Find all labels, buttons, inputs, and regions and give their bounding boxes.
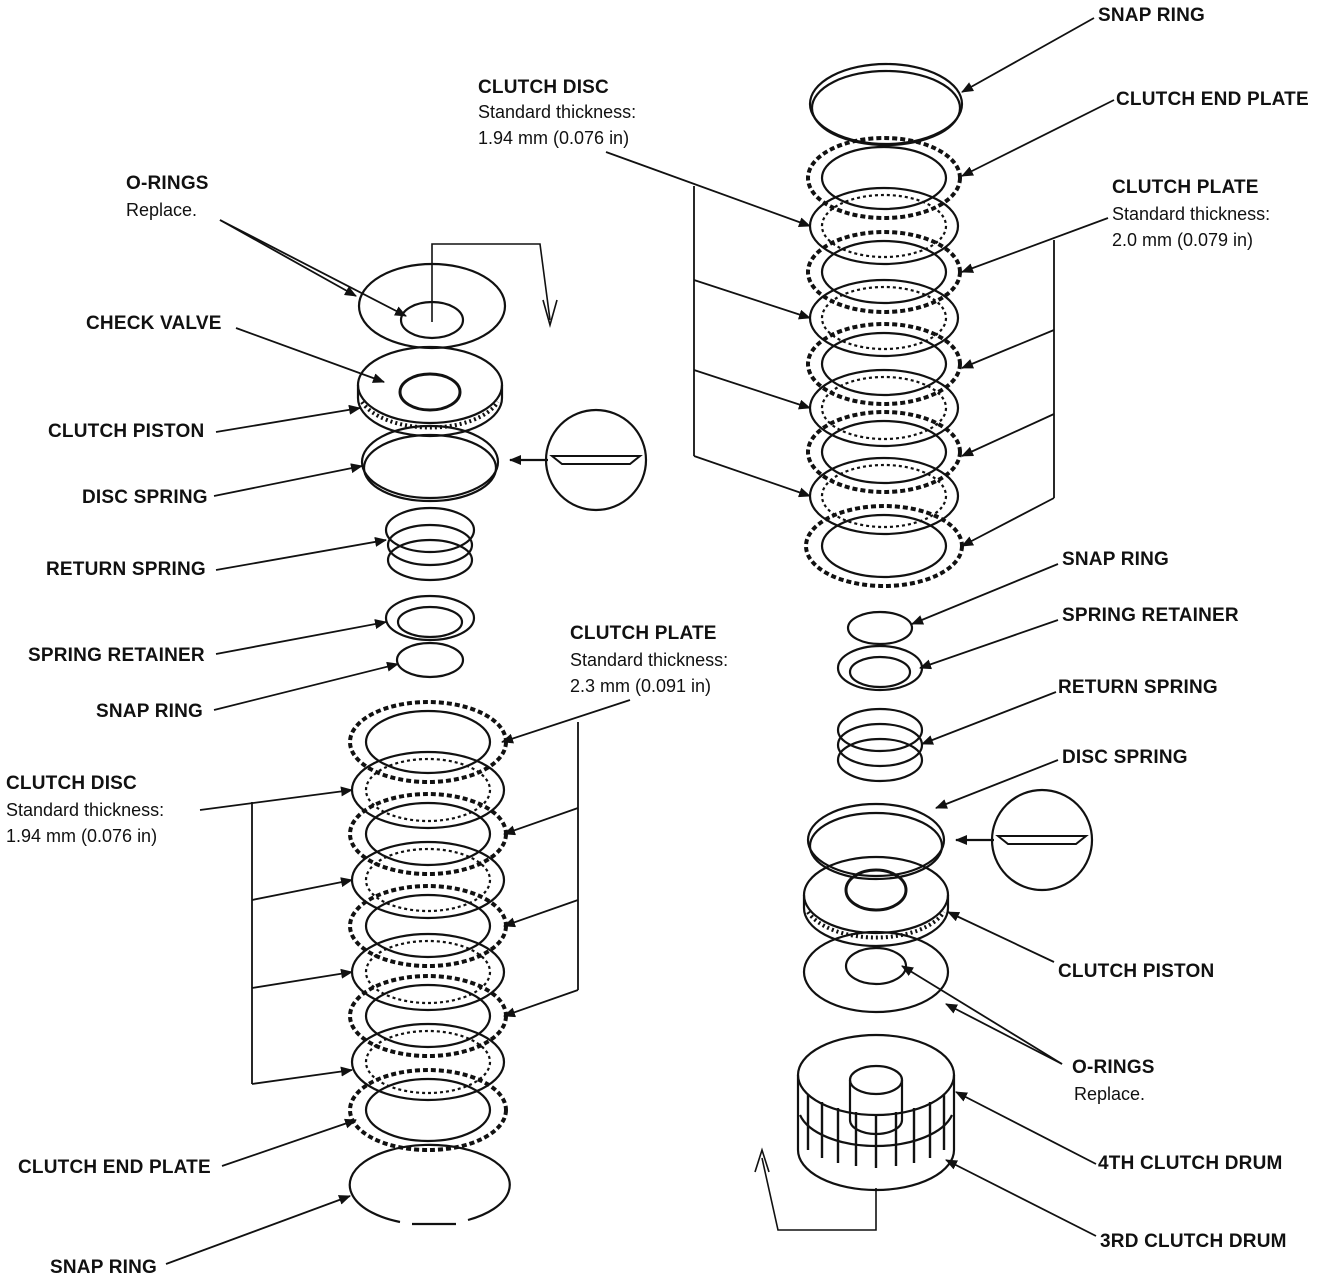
- right-clutch-disc-label: CLUTCH DISC: [478, 77, 609, 98]
- right-leaders: [605, 17, 1115, 1237]
- right-disc-spring-part: [806, 802, 946, 881]
- right-return-spring-label: RETURN SPRING: [1058, 677, 1218, 698]
- right-disc-spring-detail: [955, 788, 1094, 892]
- left-disc-spring-detail: [509, 408, 648, 512]
- left-spring-retainer-label: SPRING RETAINER: [28, 645, 205, 666]
- right-clutch-disc-spec-2: 1.94 mm (0.076 in): [478, 128, 630, 148]
- left-disc-spring-label: DISC SPRING: [82, 487, 208, 508]
- clutch-drum-part: [754, 1033, 956, 1231]
- 3rd-clutch-drum-label: 3RD CLUTCH DRUM: [1100, 1231, 1287, 1252]
- right-clutch-end-plate-label: CLUTCH END PLATE: [1116, 89, 1309, 110]
- left-clutch-end-plate-label: CLUTCH END PLATE: [18, 1157, 211, 1178]
- right-snap-ring-top-label: SNAP RING: [1098, 5, 1206, 26]
- left-clutch-end-plate-part: [348, 1068, 508, 1152]
- right-spring-retainer-label: SPRING RETAINER: [1062, 605, 1239, 626]
- left-clutch-plate-spec-2: 2.3 mm (0.091 in): [570, 676, 712, 696]
- left-disc-spring-part: [360, 424, 500, 503]
- left-snap-ring-lower-part: [348, 1143, 511, 1226]
- right-snap-ring-top-part: [808, 62, 964, 147]
- left-clutch-pack: [348, 700, 508, 1102]
- left-return-spring-label: RETURN SPRING: [46, 559, 206, 580]
- right-snap-ring-mid-part: [846, 610, 914, 646]
- left-clutch-piston-label: CLUTCH PISTON: [48, 421, 205, 442]
- right-clutch-plate-spec-1: Standard thickness:: [1112, 204, 1271, 224]
- left-clutch-disc-spec-2: 1.94 mm (0.076 in): [6, 826, 158, 846]
- right-disc-spring-label: DISC SPRING: [1062, 747, 1188, 768]
- left-leaders: [165, 219, 631, 1265]
- right-o-rings-note: Replace.: [1074, 1084, 1146, 1104]
- right-clutch-disc-spec-1: Standard thickness:: [478, 102, 637, 122]
- left-clutch-plate-label: CLUTCH PLATE: [570, 623, 717, 644]
- right-clutch-piston-label: CLUTCH PISTON: [1058, 961, 1215, 982]
- left-o-rings-note: Replace.: [126, 200, 198, 220]
- right-snap-ring-mid-label: SNAP RING: [1062, 549, 1170, 570]
- left-snap-ring-lower-label: SNAP RING: [50, 1257, 158, 1278]
- left-o-rings-label: O-RINGS: [126, 173, 209, 194]
- 4th-clutch-drum-label: 4TH CLUTCH DRUM: [1098, 1153, 1283, 1174]
- left-spring-retainer-part: [384, 594, 476, 642]
- left-snap-ring-upper-label: SNAP RING: [96, 701, 204, 722]
- right-clutch-plate-label: CLUTCH PLATE: [1112, 177, 1259, 198]
- left-clutch-disc-spec-1: Standard thickness:: [6, 800, 165, 820]
- right-clutch-plate-spec-2: 2.0 mm (0.079 in): [1112, 230, 1254, 250]
- right-o-rings-label: O-RINGS: [1072, 1057, 1155, 1078]
- left-return-spring-part: [384, 506, 476, 582]
- left-clutch-plate-spec-1: Standard thickness:: [570, 650, 729, 670]
- right-o-rings-part: [802, 930, 950, 1014]
- right-clutch-piston-part: [802, 855, 950, 948]
- right-spring-retainer-part: [836, 644, 924, 692]
- left-snap-ring-upper-part: [395, 641, 465, 679]
- right-return-spring-part: [836, 707, 924, 783]
- check-valve-label: CHECK VALVE: [86, 313, 222, 334]
- right-clutch-pack: [804, 136, 964, 588]
- left-o-rings-part: [357, 243, 558, 350]
- left-clutch-piston-part: [356, 345, 504, 438]
- left-clutch-disc-label: CLUTCH DISC: [6, 773, 137, 794]
